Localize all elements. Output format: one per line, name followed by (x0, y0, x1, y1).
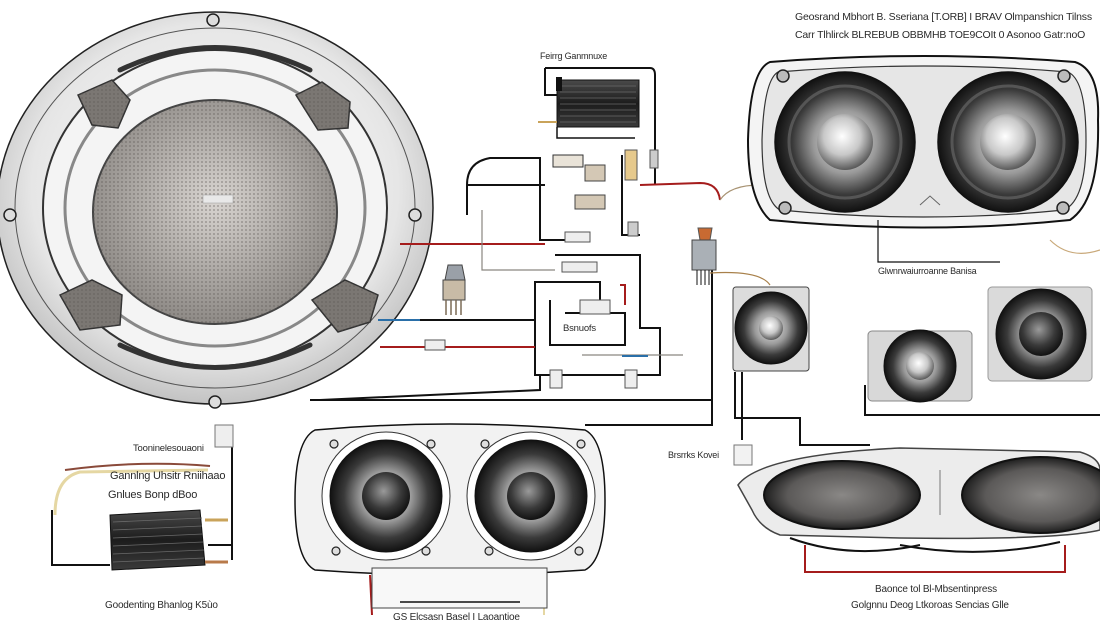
wire-black (734, 372, 870, 446)
amp-left-caption: Goodenting Bhanlog K5ùo (105, 600, 218, 611)
relay (574, 194, 606, 210)
terminal (624, 369, 638, 389)
center-wiring-label: Bsnuofs (563, 323, 596, 334)
tweeter-pod (310, 279, 379, 333)
wire-red (620, 284, 626, 305)
connector-right (691, 227, 717, 285)
terminal (564, 231, 591, 243)
wire-red (804, 545, 1066, 573)
tweeter-pod (294, 81, 351, 131)
connector-left (442, 264, 466, 315)
amplifier-top-label: Feirrg Ganmnuxe (540, 51, 608, 61)
small-speaker-3 (987, 286, 1093, 382)
screw-icon (206, 13, 220, 27)
dual-speaker-caption: GS Elcsasn Basel I Laoantioe (393, 612, 520, 623)
title-line-1: Geosrand Mbhort B. Sseriana [T.ORB] I BR… (795, 11, 1092, 23)
fuse (552, 154, 584, 168)
oval-dual-speaker (737, 447, 1100, 553)
terminal (424, 339, 446, 351)
wire-black (585, 240, 713, 426)
wire-tan (1049, 239, 1100, 254)
wires (51, 67, 1100, 616)
wire-tan (709, 271, 771, 286)
wire-black (545, 67, 656, 185)
small-speaker-1 (732, 286, 810, 372)
small-speaker-2 (867, 329, 973, 403)
screw-icon (408, 208, 422, 222)
bottom-right-label-2: Golgnnu Deog Ltkoroas Sencias Glle (851, 600, 1009, 611)
title-line-2: Carr Tlhlirck BLREBUB OBBMHB TOE9COIt 0 … (795, 29, 1086, 41)
badge (202, 194, 234, 204)
wire-black (466, 157, 590, 241)
amp-left-label-2: Gnlues Bonp dBoo (108, 489, 198, 501)
amp-left-label-1: Gannlng Uhsitr Rniihaao (110, 470, 226, 482)
wire-black (534, 254, 661, 376)
fuse (649, 149, 659, 169)
dual-speaker-top-right (746, 55, 1100, 263)
terminal (561, 261, 598, 273)
tweeter-pod (58, 279, 123, 331)
wire-tan (481, 210, 555, 271)
relay (584, 164, 606, 182)
mid-right-label: Brsrrks Kovei (668, 450, 719, 460)
screw-icon (3, 208, 17, 222)
wire-black (864, 385, 1100, 416)
terminal (579, 299, 611, 315)
left-amplifier (109, 509, 228, 571)
fuse (624, 149, 638, 181)
dual-speaker-bottom (294, 423, 606, 609)
fuse (627, 221, 639, 237)
grille-speaker (0, 11, 434, 409)
terminal (549, 369, 563, 389)
terminal-block (733, 444, 753, 466)
crossover-caption: Tooninelesouaoni (133, 443, 204, 454)
crossover-connector (214, 424, 234, 448)
wire-red (639, 181, 721, 201)
wire-tan (53, 468, 209, 516)
wire-black (319, 375, 541, 401)
tweeter-pod (76, 79, 131, 129)
wire-black (51, 510, 110, 566)
center-channel-caption: Glwnrwaiurroanne Banisa (878, 266, 977, 276)
wire-red (64, 462, 211, 471)
bottom-right-label-1: Baonce tol Bl-Mbsentinpress (875, 584, 997, 595)
screw-icon (208, 395, 222, 409)
top-amplifier (538, 68, 640, 139)
